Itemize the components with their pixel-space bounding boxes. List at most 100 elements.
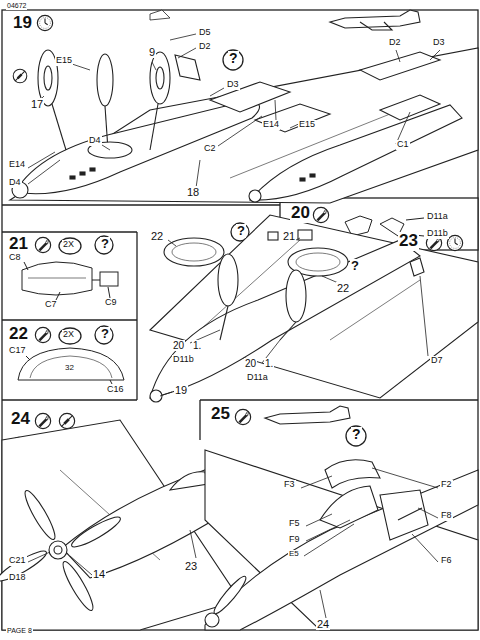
part-number: E14 xyxy=(262,120,280,130)
help-symbol: ? xyxy=(228,51,239,66)
instruction-icons xyxy=(13,69,27,83)
step-number: 24 xyxy=(10,410,31,429)
callout-number: 22 xyxy=(336,282,350,294)
callout-number: 20 xyxy=(172,340,185,351)
step21-parts xyxy=(22,262,92,295)
step19-illustration xyxy=(175,55,200,80)
step23-illustration xyxy=(150,215,478,398)
part-number: D2 xyxy=(198,42,212,52)
leader-lines xyxy=(275,100,276,120)
step24-illustration xyxy=(0,547,49,585)
leader-lines xyxy=(72,64,90,70)
step19-illustration xyxy=(250,105,462,200)
leader-lines xyxy=(102,145,110,150)
help-circles xyxy=(95,236,113,254)
part-number: D4 xyxy=(8,178,22,188)
step23-illustration xyxy=(164,238,224,266)
step19-illustration xyxy=(90,168,95,171)
part-number: D3 xyxy=(432,38,446,48)
step24-illustration xyxy=(2,420,240,630)
document-code: 04672 xyxy=(6,2,27,10)
step19-illustration xyxy=(255,104,330,132)
step24-illustration xyxy=(170,472,208,490)
step-number: 19 xyxy=(12,14,33,33)
instruction-icons xyxy=(35,327,50,342)
part-number: E14 xyxy=(8,160,26,170)
part-number: E15 xyxy=(55,56,73,66)
part-number: D3 xyxy=(226,80,240,90)
part-number: E5 xyxy=(288,550,300,559)
instruction-icons xyxy=(59,413,74,428)
callout-number: 17 xyxy=(30,98,44,110)
step21-parts xyxy=(28,278,86,279)
leader-lines xyxy=(420,276,428,356)
leader-lines xyxy=(296,238,300,240)
step21-parts xyxy=(56,292,60,300)
step25-illustration xyxy=(325,460,380,488)
leader-lines xyxy=(306,514,332,526)
step25-illustration xyxy=(205,450,478,630)
callout-number: 19 xyxy=(174,384,188,396)
instruction-icons xyxy=(235,409,250,424)
step23-illustration xyxy=(410,258,424,276)
part-number: D4 xyxy=(88,136,102,146)
help-symbol: ? xyxy=(350,259,360,273)
page-number: PAGE 8 xyxy=(6,627,33,635)
callout-number: 22 xyxy=(150,230,164,242)
step-number: 20 xyxy=(290,204,311,223)
step19-illustration xyxy=(360,22,392,30)
step19-illustration xyxy=(330,10,420,28)
leader-lines xyxy=(210,88,224,96)
step25-illustration xyxy=(265,406,350,424)
step25-illustration xyxy=(205,470,478,630)
callout-number: 24 xyxy=(316,618,330,630)
help-circles xyxy=(95,326,113,344)
help-circles xyxy=(346,426,366,446)
callout-number: 21 xyxy=(282,230,296,242)
help-symbol: ? xyxy=(100,327,110,341)
step-number: 25 xyxy=(210,405,231,424)
instruction-icons xyxy=(447,235,462,250)
part-marking: 32 xyxy=(64,364,75,373)
part-number: C2 xyxy=(203,144,217,154)
leader-lines xyxy=(430,50,440,60)
step-number: 21 xyxy=(8,235,29,254)
step19-illustration xyxy=(360,52,440,80)
leader-lines xyxy=(396,50,400,62)
part-number: C8 xyxy=(8,253,22,263)
step24-illustration xyxy=(54,546,62,554)
step23-illustration xyxy=(286,270,306,322)
part-number: C17 xyxy=(8,346,27,356)
part-number: F9 xyxy=(288,535,301,545)
part-number: D11b xyxy=(172,355,195,365)
step19-illustration xyxy=(97,54,113,106)
step25-illustration xyxy=(320,486,378,528)
step23-illustration xyxy=(220,306,228,340)
leader-lines xyxy=(418,508,438,518)
step19-illustration xyxy=(310,174,315,177)
step23-illustration xyxy=(296,253,340,271)
step19-illustration xyxy=(15,100,260,194)
instruction-icons xyxy=(35,413,50,428)
leader-lines xyxy=(190,530,196,558)
step20-parts xyxy=(406,218,424,220)
instruction-icons xyxy=(37,15,52,30)
panel-frame xyxy=(199,400,200,440)
step19-illustration xyxy=(150,10,170,20)
leader-lines xyxy=(301,476,332,488)
callout-number: 9 xyxy=(148,46,156,58)
step21-parts xyxy=(22,262,118,300)
leader-lines xyxy=(301,468,438,618)
leader-lines xyxy=(218,116,262,146)
step21-parts xyxy=(24,262,28,270)
step24-illustration xyxy=(0,420,240,630)
step19-illustration xyxy=(300,178,305,181)
leader-lines xyxy=(168,240,176,246)
leader-lines xyxy=(170,34,196,40)
panel-frame xyxy=(200,399,478,400)
part-number: D11a xyxy=(246,373,269,383)
part-number: D5 xyxy=(198,28,212,38)
step19-illustration xyxy=(10,48,478,203)
help-circles xyxy=(59,238,81,254)
